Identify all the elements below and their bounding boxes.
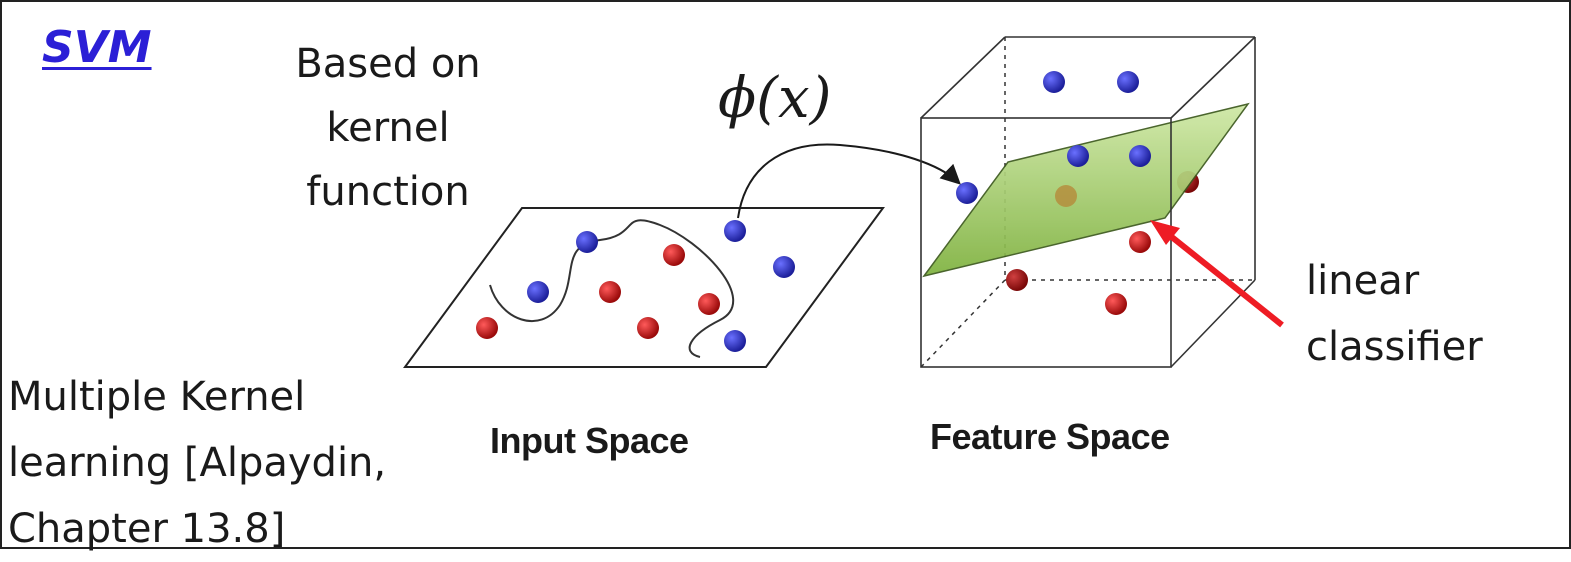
feature-blue-point [1129,145,1151,167]
input-blue-point [773,256,795,278]
feature-blue-point [956,182,978,204]
feature-space-label: Feature Space [930,416,1170,457]
feature-red-point [1006,269,1028,291]
cube-edge [920,36,1006,119]
multiple-kernel-note: Multiple Kernel learning [Alpaydin, Chap… [8,374,387,552]
feature-blue-point [1117,71,1139,93]
svm-kernel-diagram [403,36,1284,368]
input-space-plane [403,207,885,368]
slide-title[interactable]: SVM [42,22,152,73]
feature-blue-point [1067,145,1089,167]
feature-blue-point [1043,71,1065,93]
cube-hidden-edge [920,279,1006,368]
input-blue-point [576,231,598,253]
input-blue-point [724,220,746,242]
input-red-point [698,293,720,315]
slide-frame [0,0,1571,549]
cube-front-face [920,117,1172,368]
linear-classifier-label: linear classifier [1306,258,1483,370]
input-red-point [599,281,621,303]
classifier-pointer-arrowhead [1150,220,1180,245]
kernel-note: Based on kernel function [295,41,481,215]
mapping-function-label: ϕ(x) [718,66,832,131]
classifier-pointer-arrow [1161,227,1284,328]
input-blue-point [724,330,746,352]
separating-hyperplane [922,102,1250,278]
input-red-point [663,244,685,266]
input-red-point [637,317,659,339]
nonlinear-boundary-curve [489,219,735,358]
feature-red-point [1129,231,1151,253]
feature-red-point [1105,293,1127,315]
input-blue-point [527,281,549,303]
input-red-point [476,317,498,339]
cube-edge [1170,36,1256,119]
feature-red-point [1055,185,1077,207]
mapping-arrow [737,143,961,219]
input-space-label: Input Space [490,420,689,461]
